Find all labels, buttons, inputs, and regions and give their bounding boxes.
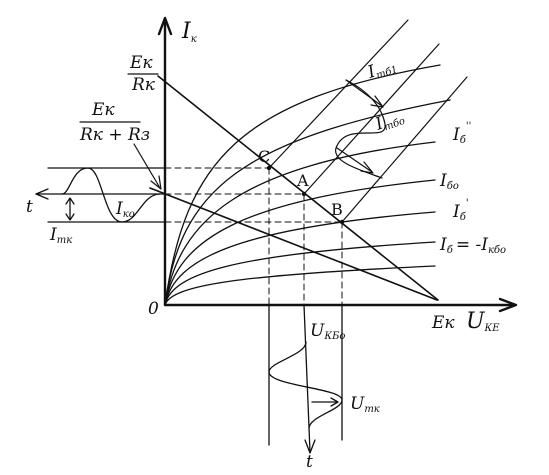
ukb0-label: UКБо (310, 321, 345, 342)
ek-rk-numerator: Eк (129, 53, 153, 73)
base-current-projection (268, 19, 468, 223)
ek-rk-denominator: Rк (131, 75, 156, 95)
band-line-a (303, 43, 440, 195)
curve-label-ib-double-prime: Iб'' (452, 121, 471, 146)
band-line-c (268, 19, 409, 169)
time-label-bottom: t (306, 452, 313, 472)
ek-rk-rz-denominator: Rк + Rз (79, 125, 150, 145)
point-a-label: A (296, 171, 309, 190)
curve-label-ib-cutoff: Iб= -Iкбо (439, 235, 506, 256)
band-line-b (341, 76, 468, 223)
imb1-arrow-shaft (345, 79, 383, 107)
curve-1 (164, 64, 441, 306)
ik0-label: Iко (115, 199, 135, 220)
curve-7 (164, 265, 436, 306)
dc-load-line (157, 75, 439, 301)
collector-current-waveform (35, 167, 166, 223)
umk-label: Umк (350, 394, 380, 415)
voltage-time-arrow (304, 439, 316, 454)
umk-arrow-head (330, 397, 339, 407)
imk-label: Imк (49, 225, 72, 246)
y-axis-arrow (157, 16, 173, 36)
imb0-arrow-shaft (336, 147, 373, 173)
point-c-label: C (258, 147, 270, 166)
load-lines (149, 75, 439, 301)
origin-label: 0 (148, 299, 159, 319)
imk-arrow-head-up (65, 197, 75, 205)
current-time-arrow (35, 188, 49, 200)
collector-voltage-waveform (268, 304, 343, 454)
ek-rk-rz-numerator: Eк (91, 100, 115, 120)
imb0-arrow-head (360, 161, 374, 174)
curve-6 (164, 241, 436, 306)
voltage-sine-wave (268, 341, 343, 429)
output-curves (164, 64, 451, 306)
intercept-pointer-head (150, 175, 162, 190)
ek-x-label: Eк (431, 313, 455, 333)
x-axis-label: UКЕ (466, 309, 500, 334)
curve-2 (164, 99, 451, 306)
x-axis-arrow (498, 297, 518, 313)
curve-5 (164, 211, 436, 306)
dashed-projections (164, 167, 343, 306)
curve-label-ib0: Iбо (439, 171, 459, 192)
intercept-pointer (133, 143, 162, 190)
y-axis-label: Iк (181, 19, 197, 45)
curve-3 (164, 141, 436, 306)
axes (157, 16, 518, 313)
imb1-arrow-head (370, 95, 384, 108)
imb1-label: Imб1 (364, 55, 399, 84)
curve-label-ib-prime: Iб' (452, 198, 469, 223)
current-sine-wave (61, 167, 161, 223)
point-b-label: B (331, 200, 343, 219)
time-label-left: t (26, 197, 33, 217)
intercept-pointer-shaft (133, 143, 161, 189)
imk-arrow-head-down (65, 213, 75, 221)
ac-load-line (149, 187, 438, 301)
curve-4 (164, 179, 436, 306)
base-current-sine-wave (335, 79, 386, 179)
